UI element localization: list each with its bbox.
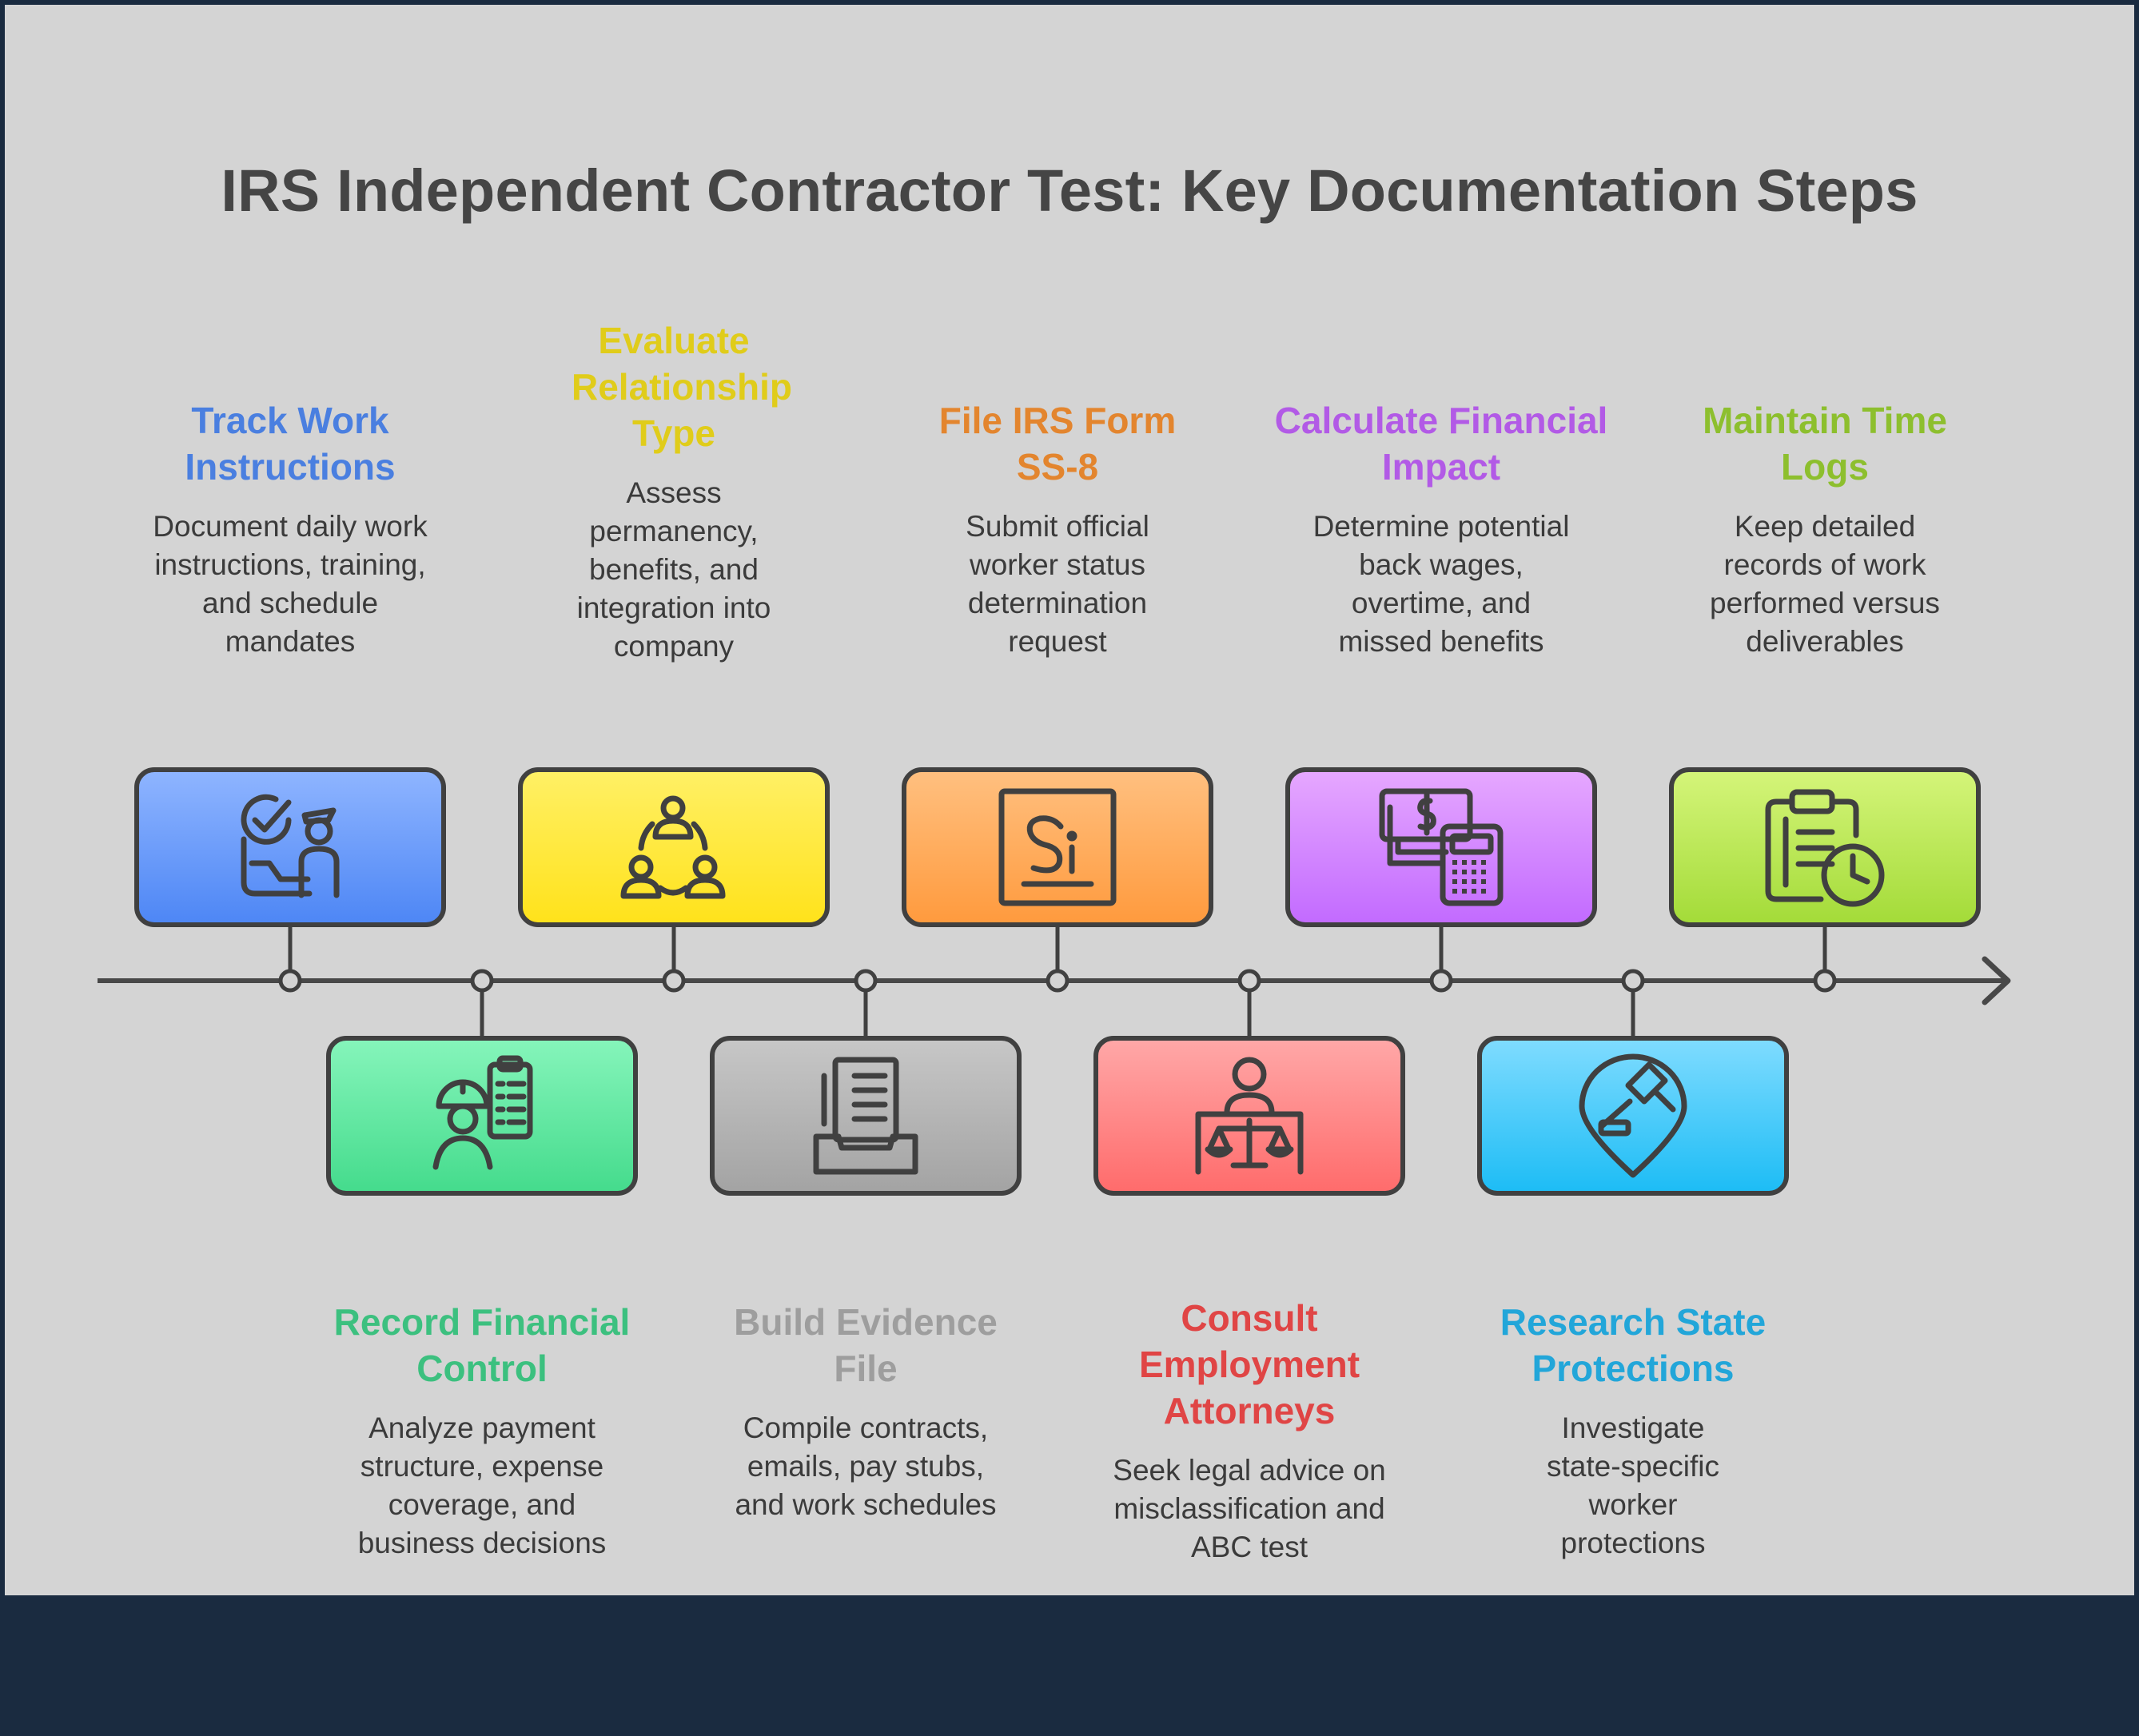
page-title: IRS Independent Contractor Test: Key Doc… (221, 157, 1918, 224)
step-description: Document daily work instructions, traini… (153, 510, 428, 658)
footer-bar (0, 1595, 2139, 1736)
document-tray-icon (813, 1057, 918, 1175)
step-icon-box (710, 1036, 1022, 1196)
step-description: Compile contracts, emails, pay stubs, an… (735, 1411, 997, 1521)
money-calculator-icon (1379, 788, 1504, 906)
timeline-node (1429, 969, 1453, 993)
step-icon-box (1093, 1036, 1405, 1196)
step-icon-box (1669, 767, 1981, 927)
step-heading: Maintain Time Logs (1703, 400, 1947, 488)
step-calculate-financial-impact: Calculate Financial Impact Determine pot… (1273, 397, 1609, 661)
step-evaluate-relationship-type: Evaluate Relationship Type Assess perman… (506, 317, 842, 666)
timeline-node (1813, 969, 1837, 993)
timeline-node (278, 969, 302, 993)
step-heading: Research State Protections (1500, 1301, 1767, 1389)
step-description: Keep detailed records of work performed … (1710, 510, 1940, 658)
step-icon-box (1285, 767, 1597, 927)
timeline-node (1046, 969, 1070, 993)
timeline-node (854, 969, 878, 993)
step-description: Seek legal advice on misclassification a… (1113, 1454, 1386, 1563)
clipboard-clock-icon (1765, 789, 1885, 907)
step-icon-box (326, 1036, 638, 1196)
people-network-icon (620, 795, 726, 899)
step-description: Determine potential back wages, overtime… (1312, 510, 1570, 658)
timeline-arrowhead (1982, 956, 2011, 1005)
step-consult-employment-attorneys: Consult Employment Attorneys Seek legal … (1081, 1295, 1417, 1567)
step-heading: Calculate Financial Impact (1274, 400, 1608, 488)
checklist-supervisor-icon (241, 794, 340, 898)
attorney-scales-icon (1195, 1057, 1304, 1175)
step-heading: Track Work Instructions (185, 400, 396, 488)
step-file-irs-form-ss8: File IRS Form SS-8 Submit official worke… (890, 397, 1225, 661)
timeline-node (470, 969, 494, 993)
step-icon-box (1477, 1036, 1789, 1196)
worker-clipboard-icon (432, 1055, 533, 1170)
step-icon-box (902, 767, 1213, 927)
step-build-evidence-file: Build Evidence File Compile contracts, e… (698, 1299, 1034, 1524)
form-ss8-icon (998, 788, 1117, 906)
step-heading: File IRS Form SS-8 (938, 400, 1177, 488)
step-description: Submit official worker status determinat… (966, 510, 1149, 658)
step-research-state-protections: Research State Protections Investigate s… (1465, 1299, 1801, 1563)
step-icon-box (134, 767, 446, 927)
step-track-work-instructions: Track Work Instructions Document daily w… (122, 397, 458, 661)
location-gavel-icon (1579, 1053, 1687, 1178)
step-heading: Record Financial Control (333, 1301, 631, 1389)
step-description: Analyze payment structure, expense cover… (357, 1411, 607, 1559)
step-heading: Evaluate Relationship Type (572, 320, 793, 454)
step-icon-box (518, 767, 830, 927)
step-heading: Consult Employment Attorneys (1138, 1297, 1360, 1431)
timeline-node (1237, 969, 1261, 993)
timeline-node (1621, 969, 1645, 993)
step-description: Assess permanency, benefits, and integra… (576, 476, 771, 663)
timeline-node (662, 969, 686, 993)
step-maintain-time-logs: Maintain Time Logs Keep detailed records… (1657, 397, 1993, 661)
step-description: Investigate state-specific worker protec… (1547, 1411, 1719, 1559)
step-heading: Build Evidence File (734, 1301, 998, 1389)
step-record-financial-control: Record Financial Control Analyze payment… (314, 1299, 650, 1563)
